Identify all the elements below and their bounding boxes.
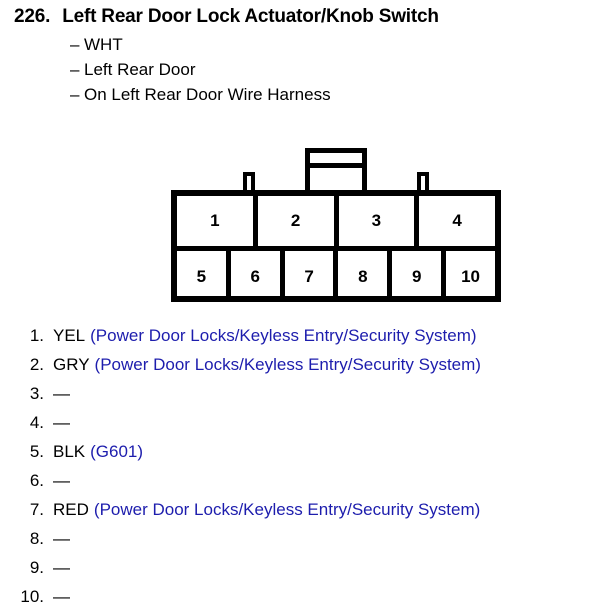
connector-diagram: 1 2 3 4 5 6 7 8 9 10 [171, 148, 501, 302]
connector-body: 1 2 3 4 5 6 7 8 9 10 [171, 190, 501, 302]
connector-center-latch-icon [305, 148, 367, 192]
pin-list-item: 7. RED(Power Door Locks/Keyless Entry/Se… [0, 500, 614, 529]
pin-assignment-list: 1. YEL(Power Door Locks/Keyless Entry/Se… [0, 326, 614, 616]
pin-list-item: 5. BLK(G601) [0, 442, 614, 471]
connector-pin-cell[interactable]: 9 [387, 251, 441, 302]
pin-number: 10. [20, 587, 44, 606]
pin-number: 6. [29, 471, 44, 490]
pin-detail: — [53, 413, 70, 433]
connector-detail-text: On Left Rear Door Wire Harness [84, 85, 331, 104]
pin-number: 9. [29, 558, 44, 577]
pin-list-item: 2. GRY(Power Door Locks/Keyless Entry/Se… [0, 355, 614, 384]
connector-right-notch-icon [417, 172, 429, 192]
pin-number: 7. [29, 500, 44, 519]
pin-number: 8. [29, 529, 44, 548]
connector-header: 226. Left Rear Door Lock Actuator/Knob S… [0, 0, 614, 107]
connector-detail-item: –WHT [70, 32, 614, 57]
connector-pin-cell[interactable]: 3 [333, 196, 415, 246]
connector-left-notch-icon [243, 172, 255, 192]
connector-pin-cell[interactable]: 5 [196, 266, 207, 286]
page-title: 226. Left Rear Door Lock Actuator/Knob S… [0, 0, 614, 28]
pin-wire-color: YEL [53, 326, 86, 345]
pin-list-item: 1. YEL(Power Door Locks/Keyless Entry/Se… [0, 326, 614, 355]
connector-pin-cell[interactable]: 1 [210, 211, 220, 230]
pin-detail: BLK(G601) [53, 442, 143, 462]
pin-detail: — [53, 384, 70, 404]
pin-number: 5. [29, 442, 44, 461]
connector-detail-item: –Left Rear Door [70, 57, 614, 82]
pin-circuit-link[interactable]: (Power Door Locks/Keyless Entry/Security… [90, 326, 477, 345]
connector-pin-cell[interactable]: 2 [252, 196, 334, 246]
pin-wire-color: — [53, 558, 70, 577]
dash-bullet-icon: – [70, 85, 80, 104]
pin-circuit-link[interactable]: (Power Door Locks/Keyless Entry/Security… [93, 500, 481, 519]
connector-pin-cell[interactable]: 6 [225, 251, 280, 302]
pin-list-item: 4. — [0, 413, 614, 442]
connector-detail-text: WHT [84, 35, 123, 54]
connector-top-row: 1 2 3 4 [177, 196, 495, 251]
connector-pin-cell[interactable]: 8 [333, 251, 387, 302]
pin-circuit-link[interactable]: (Power Door Locks/Keyless Entry/Security… [94, 355, 481, 374]
connector-title: Left Rear Door Lock Actuator/Knob Switch [62, 6, 439, 27]
pin-list-item: 10. — [0, 587, 614, 616]
pin-number: 1. [29, 326, 44, 345]
connector-pin-cell[interactable]: 7 [279, 251, 334, 302]
pin-number: 3. [29, 384, 44, 403]
pin-wire-color: — [53, 471, 70, 490]
pin-detail: — [53, 587, 70, 607]
pin-detail: YEL(Power Door Locks/Keyless Entry/Secur… [53, 326, 477, 346]
pin-wire-color: — [53, 529, 70, 548]
pin-list-item: 9. — [0, 558, 614, 587]
pin-wire-color: — [53, 413, 70, 432]
pin-detail: — [53, 529, 70, 549]
connector-detail-item: –On Left Rear Door Wire Harness [70, 82, 614, 107]
connector-center-latch-bar-icon [305, 163, 367, 168]
pin-detail: — [53, 471, 70, 491]
connector-bottom-row: 5 6 7 8 9 10 [177, 251, 495, 302]
pin-wire-color: — [53, 587, 70, 606]
pin-wire-color: RED [53, 500, 89, 519]
pin-detail: — [53, 558, 70, 578]
pin-detail: GRY(Power Door Locks/Keyless Entry/Secur… [53, 355, 481, 375]
connector-pin-cell[interactable]: 4 [414, 196, 495, 246]
pin-wire-color: BLK [53, 442, 86, 461]
pin-number: 4. [29, 413, 44, 432]
dash-bullet-icon: – [70, 60, 80, 79]
dash-bullet-icon: – [70, 35, 80, 54]
pin-wire-color: — [53, 384, 70, 403]
pin-number: 2. [29, 355, 44, 374]
connector-detail-text: Left Rear Door [84, 60, 196, 79]
pin-circuit-link[interactable]: (G601) [90, 442, 144, 461]
pin-list-item: 6. — [0, 471, 614, 500]
connector-detail-list: –WHT –Left Rear Door –On Left Rear Door … [0, 32, 614, 107]
pin-list-item: 3. — [0, 384, 614, 413]
connector-pin-cell[interactable]: 10 [441, 251, 495, 302]
pin-detail: RED(Power Door Locks/Keyless Entry/Secur… [53, 500, 480, 520]
connector-number: 226. [14, 6, 51, 27]
pin-list-item: 8. — [0, 529, 614, 558]
pin-wire-color: GRY [53, 355, 90, 374]
